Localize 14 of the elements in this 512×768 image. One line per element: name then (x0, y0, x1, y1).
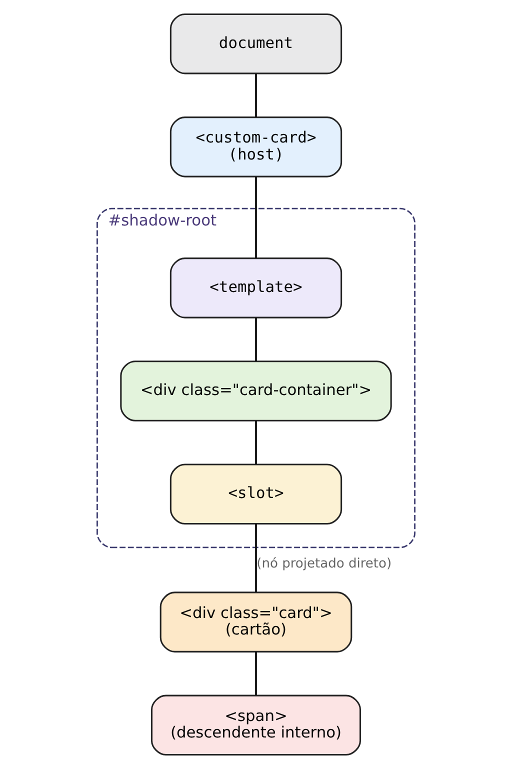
edge-label: (nó projetado direto) (256, 556, 392, 571)
connector (255, 523, 257, 592)
node-box: document (170, 12, 342, 74)
connector (255, 176, 257, 258)
node-box: <template> (170, 257, 342, 318)
node-box: <div class="card-container"> (120, 360, 392, 421)
node-box: <div class="card"> (cartão) (160, 591, 352, 652)
connector (255, 420, 257, 464)
node-box: <slot> (170, 463, 342, 524)
connector (255, 73, 257, 117)
connector (255, 317, 257, 361)
connector (255, 651, 257, 695)
node-box: <custom-card> (host) (170, 116, 342, 177)
node-box: <span> (descendente interno) (150, 694, 362, 756)
